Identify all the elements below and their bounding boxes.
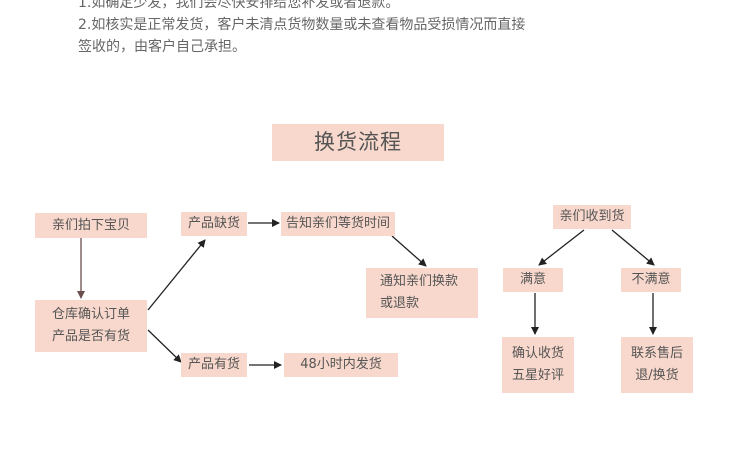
- node-ship-48h-label: 48小时内发货: [300, 357, 382, 372]
- node-warehouse-line1: 仓库确认订单: [51, 307, 130, 322]
- node-satisfied-label: 满意: [519, 272, 546, 287]
- node-contact: 联系售后 退/换货: [621, 337, 693, 393]
- node-warehouse-line2: 产品是否有货: [51, 329, 130, 344]
- node-contact-line2: 退/换货: [635, 368, 679, 383]
- node-received-label: 亲们收到货: [559, 209, 625, 224]
- note-line-2-cont: 签收的，由客户自己承担。: [78, 39, 246, 55]
- node-unsatisfied: 不满意: [621, 268, 681, 292]
- node-notify-wait: 告知亲们等货时间: [281, 212, 395, 236]
- node-ship-48h: 48小时内发货: [284, 353, 398, 377]
- note-line-2: 2.如核实是正常发货，客户未清点货物数量或未查看物品受损情况而直接: [78, 17, 526, 33]
- node-satisfied: 满意: [503, 268, 563, 292]
- node-notify-exchange-line1: 通知亲们换款: [380, 274, 459, 289]
- node-shortage: 产品缺货: [181, 212, 247, 236]
- node-photo: 亲们拍下宝贝: [35, 213, 147, 238]
- node-confirm-line2: 五星好评: [511, 368, 564, 383]
- arrow-warehouse-to-shortage: [147, 239, 206, 311]
- node-unsatisfied-label: 不满意: [631, 272, 671, 287]
- node-contact-line1: 联系售后: [630, 346, 683, 361]
- node-in-stock: 产品有货: [181, 353, 247, 377]
- node-received: 亲们收到货: [553, 205, 631, 229]
- arrow-received-to-unsatisfied: [611, 229, 655, 266]
- node-photo-label: 亲们拍下宝贝: [51, 217, 130, 233]
- arrow-received-to-satisfied: [538, 229, 585, 266]
- node-confirm: 确认收货 五星好评: [502, 337, 574, 393]
- node-confirm-line1: 确认收货: [511, 346, 564, 361]
- notes: 1.如确定少发，我们会尽快安排给您补发或者退款。 2.如核实是正常发货，客户未清…: [78, 0, 598, 58]
- node-warehouse: 仓库确认订单 产品是否有货: [35, 300, 147, 352]
- node-shortage-label: 产品缺货: [187, 216, 240, 231]
- node-notify-exchange: 通知亲们换款 或退款: [366, 268, 478, 318]
- flow-title: 换货流程: [272, 124, 444, 161]
- arrow-wait-to-exchange: [391, 235, 427, 267]
- node-notify-wait-label: 告知亲们等货时间: [285, 216, 390, 231]
- node-in-stock-label: 产品有货: [187, 357, 240, 372]
- note-line-1: 1.如确定少发，我们会尽快安排给您补发或者退款。: [78, 0, 400, 11]
- arrow-warehouse-to-instock: [147, 329, 182, 363]
- node-notify-exchange-line2: 或退款: [380, 296, 420, 311]
